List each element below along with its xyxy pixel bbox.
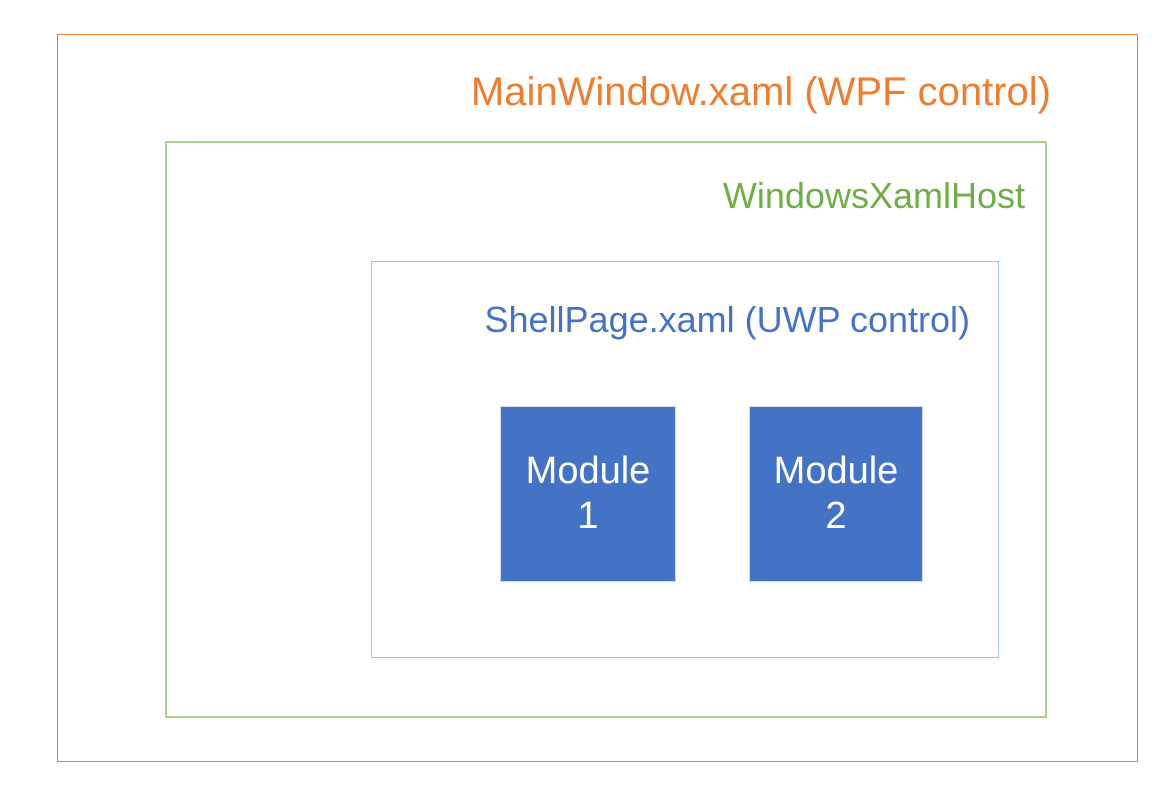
- shell-page-container: [371, 261, 999, 658]
- module-block-2: Module 2: [749, 406, 923, 582]
- wpf-window-container: [57, 34, 1138, 762]
- module-1-line2: 1: [577, 495, 599, 537]
- wpf-window-label: MainWindow.xaml (WPF control): [470, 70, 1051, 114]
- module-2-line2: 2: [825, 495, 847, 537]
- module-block-1: Module 1: [500, 406, 676, 582]
- windows-xaml-host-label: WindowsXamlHost: [722, 175, 1025, 216]
- module-2-text: Module 2: [768, 449, 905, 539]
- module-1-text: Module 1: [520, 449, 657, 539]
- module-2-line1: Module: [773, 450, 899, 493]
- shell-page-label: ShellPage.xaml (UWP control): [484, 299, 970, 340]
- module-1-line1: Module: [525, 450, 651, 493]
- windows-xaml-host-container: [165, 141, 1047, 718]
